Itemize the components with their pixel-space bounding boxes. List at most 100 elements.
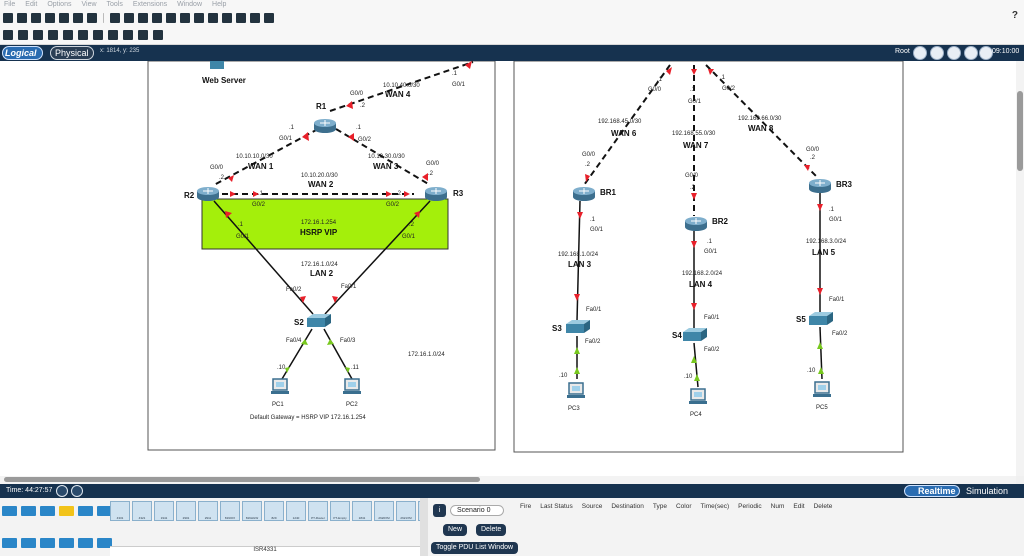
power-cycle-icon[interactable] xyxy=(56,485,68,497)
device-item[interactable]: 2620XM xyxy=(374,501,394,521)
physical-tab[interactable]: Physical xyxy=(50,46,94,60)
router-br2[interactable] xyxy=(684,216,708,232)
miscellaneous-icon[interactable] xyxy=(78,506,93,516)
move-object-icon[interactable] xyxy=(947,46,961,60)
pc-pc4[interactable] xyxy=(688,388,708,405)
horizontal-scrollbar[interactable] xyxy=(0,476,1016,484)
device-item[interactable]: 2621XM xyxy=(396,501,416,521)
logical-workspace[interactable]: Web Server .1 G0/1 10.10.40.0/30 G0/0 .2… xyxy=(0,60,1016,476)
device-item[interactable]: 4321 xyxy=(132,501,152,521)
undo-icon[interactable] xyxy=(138,12,148,23)
pc-pc5[interactable] xyxy=(812,381,832,398)
toggle-pdu-list-button[interactable]: Toggle PDU List Window xyxy=(431,542,519,554)
switch-s5[interactable] xyxy=(809,312,833,325)
device-item[interactable]: 1941 xyxy=(154,501,174,521)
view-icon[interactable] xyxy=(236,12,246,23)
wan-emulation-icon[interactable] xyxy=(97,538,112,548)
router-br3[interactable] xyxy=(808,178,832,194)
custom-device-icon[interactable] xyxy=(222,12,232,23)
paste-icon[interactable] xyxy=(124,12,134,23)
zoom-reset-icon[interactable] xyxy=(180,12,190,23)
switch-s3[interactable] xyxy=(566,320,590,333)
zoom-out-icon[interactable] xyxy=(194,12,204,23)
connections-icon[interactable] xyxy=(59,506,74,516)
device-item[interactable]: PT-Router xyxy=(308,501,328,521)
device-item[interactable]: 1841 xyxy=(352,501,372,521)
realtime-tab[interactable]: Realtime xyxy=(904,485,960,497)
resize-shape-icon[interactable] xyxy=(48,30,58,40)
router-r1[interactable] xyxy=(313,118,337,134)
menu-edit[interactable]: Edit xyxy=(25,1,38,8)
menu-options[interactable]: Options xyxy=(47,1,72,8)
device-item[interactable]: 829 xyxy=(264,501,284,521)
back-icon[interactable] xyxy=(913,46,927,60)
menu-window[interactable]: Window xyxy=(177,1,203,8)
switches-icon[interactable] xyxy=(21,538,36,548)
new-file-icon[interactable] xyxy=(3,12,13,23)
menu-tools[interactable]: Tools xyxy=(106,1,123,8)
image-icon[interactable] xyxy=(250,12,260,23)
device-item[interactable]: 2901 xyxy=(176,501,196,521)
menu-view[interactable]: View xyxy=(81,1,97,8)
set-tiled-background-icon[interactable] xyxy=(964,46,978,60)
zoom-in-icon[interactable] xyxy=(166,12,176,23)
info-icon[interactable]: i xyxy=(433,504,446,517)
web-server-icon[interactable] xyxy=(210,61,224,69)
components-icon[interactable] xyxy=(40,506,55,516)
draw-line-icon[interactable] xyxy=(78,30,88,40)
save-icon[interactable] xyxy=(31,12,41,23)
user-profile-icon[interactable] xyxy=(87,12,97,23)
switch-s4[interactable] xyxy=(683,328,707,341)
panel-divider[interactable] xyxy=(420,498,428,556)
network-info-icon[interactable] xyxy=(73,12,83,23)
scenario-select[interactable]: Scenario 0 xyxy=(450,505,504,516)
horizontal-scroll-thumb[interactable] xyxy=(4,477,480,482)
device-item[interactable]: 819IOX xyxy=(220,501,240,521)
multiuser-icon[interactable] xyxy=(97,506,112,516)
device-item[interactable]: 1240 xyxy=(286,501,306,521)
router-r3[interactable] xyxy=(424,186,448,202)
draw-ellipse-icon[interactable] xyxy=(108,30,118,40)
routers-icon[interactable] xyxy=(2,538,17,548)
end-devices-icon[interactable] xyxy=(21,506,36,516)
new-scenario-button[interactable]: New xyxy=(443,524,468,536)
redo-icon[interactable] xyxy=(152,12,162,23)
add-complex-pdu-icon[interactable] xyxy=(153,30,163,40)
vertical-scrollbar[interactable] xyxy=(1016,61,1024,476)
inspect-icon[interactable] xyxy=(18,30,28,40)
delete-icon[interactable] xyxy=(33,30,43,40)
router-br1[interactable] xyxy=(572,186,596,202)
simulation-tab[interactable]: Simulation xyxy=(966,486,1009,496)
network-devices-icon[interactable] xyxy=(2,506,17,516)
vertical-scroll-thumb[interactable] xyxy=(1017,91,1023,171)
viewport-icon[interactable] xyxy=(979,46,993,60)
freeform-icon[interactable] xyxy=(123,30,133,40)
open-file-icon[interactable] xyxy=(17,12,27,23)
pc-pc1[interactable] xyxy=(270,378,290,395)
select-icon[interactable] xyxy=(3,30,13,40)
menu-extensions[interactable]: Extensions xyxy=(132,1,168,8)
place-note-icon[interactable] xyxy=(63,30,73,40)
security-icon[interactable] xyxy=(78,538,93,548)
new-cluster-icon[interactable] xyxy=(930,46,944,60)
activity-wizard-icon[interactable] xyxy=(59,12,69,23)
device-item[interactable]: 4331 xyxy=(110,501,130,521)
pc-pc3[interactable] xyxy=(566,382,586,399)
screenshot-icon[interactable] xyxy=(264,12,274,23)
device-item[interactable]: 2911 xyxy=(198,501,218,521)
help-button[interactable]: ? xyxy=(1011,10,1018,21)
device-item[interactable]: PT-Empty xyxy=(330,501,350,521)
pc-pc2[interactable] xyxy=(342,378,362,395)
drawing-palette-icon[interactable] xyxy=(208,12,218,23)
hubs-icon[interactable] xyxy=(40,538,55,548)
wireless-devices-icon[interactable] xyxy=(59,538,74,548)
menu-help[interactable]: Help xyxy=(212,1,227,8)
fast-forward-icon[interactable] xyxy=(71,485,83,497)
switch-s2[interactable] xyxy=(307,314,331,327)
router-r2[interactable] xyxy=(196,186,220,202)
menu-file[interactable]: File xyxy=(4,1,16,8)
delete-scenario-button[interactable]: Delete xyxy=(476,524,507,536)
device-item[interactable]: 819HGW xyxy=(242,501,262,521)
copy-icon[interactable] xyxy=(110,12,120,23)
add-simple-pdu-icon[interactable] xyxy=(138,30,148,40)
